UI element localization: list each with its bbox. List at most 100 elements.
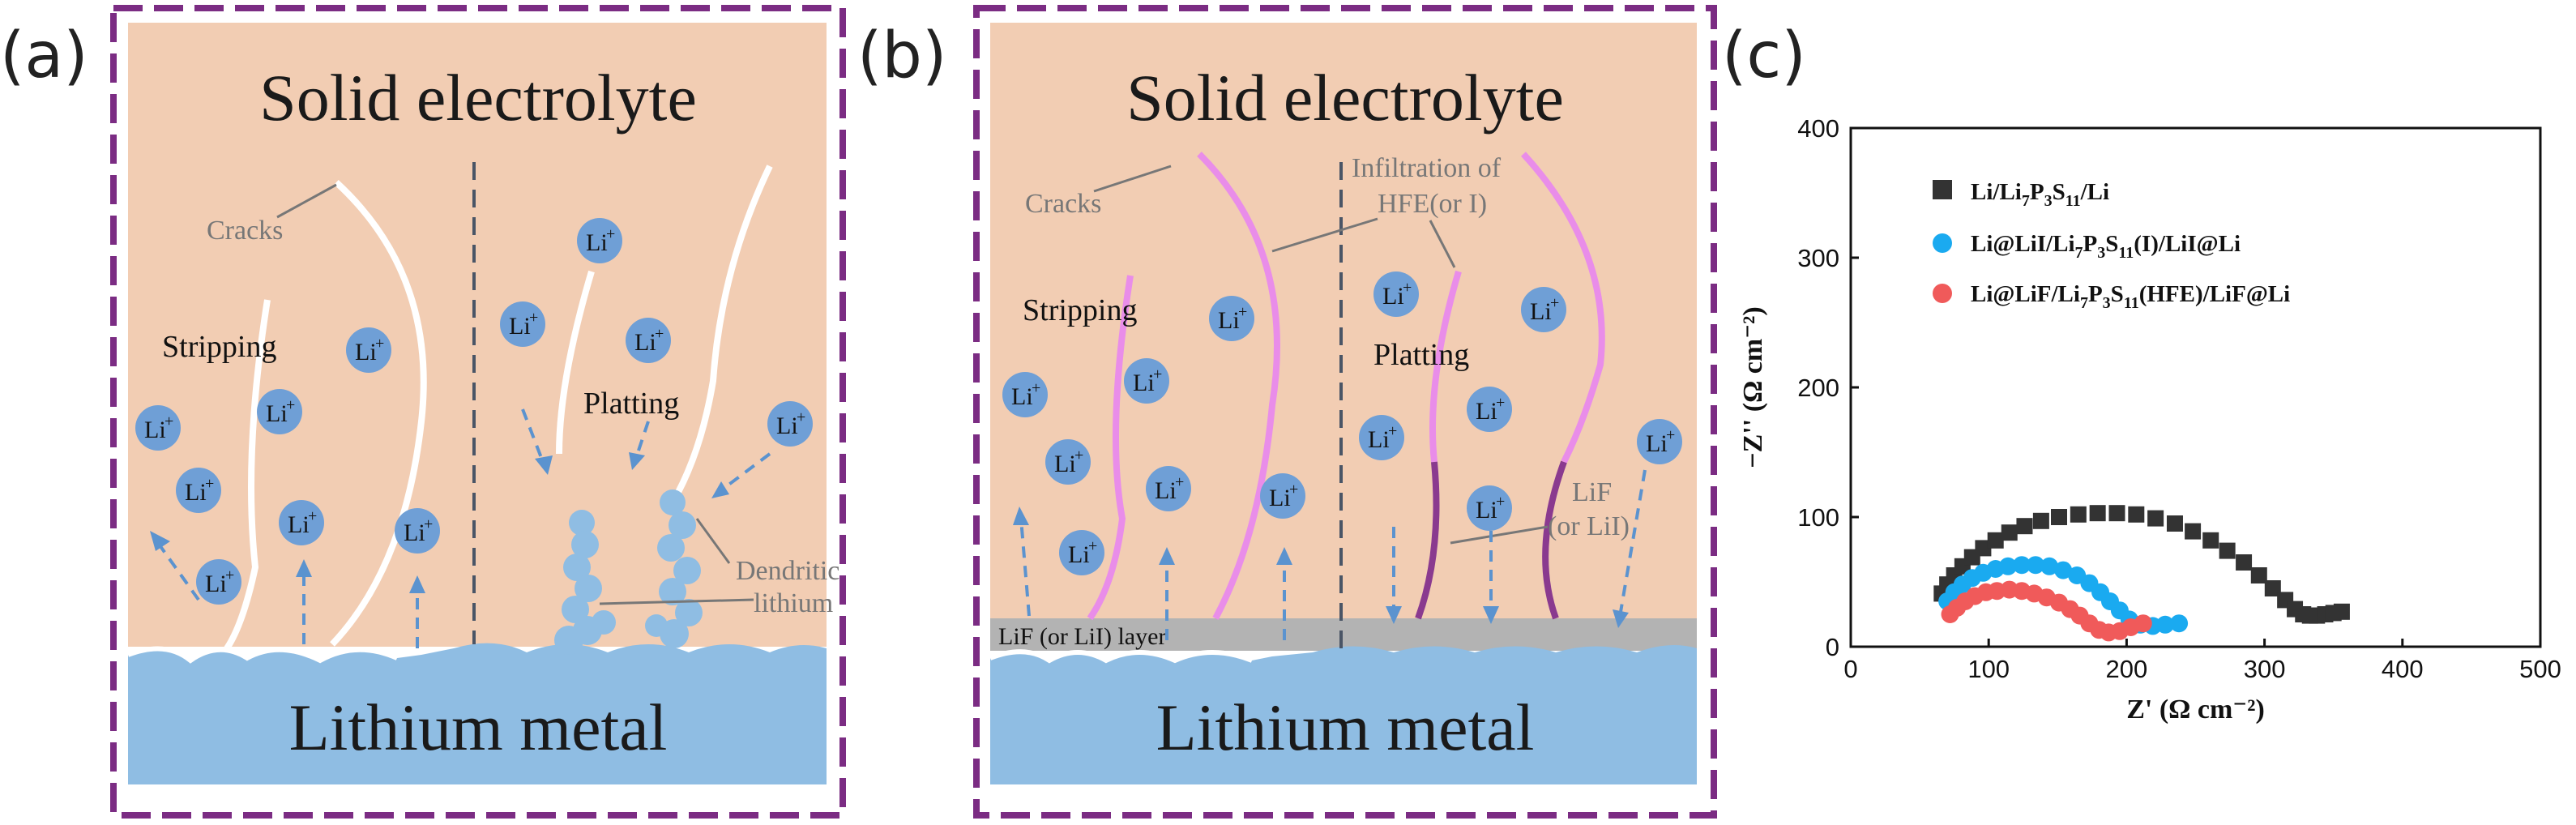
panel-b-crack: [1429, 270, 1462, 463]
svg-text:+: +: [1088, 537, 1097, 555]
panel-b-frame: [973, 5, 1717, 819]
li-ion: Li+: [500, 301, 545, 347]
series-2-point: [1999, 557, 2018, 575]
svg-text:+: +: [1238, 303, 1247, 321]
y-tick-label: 200: [1797, 374, 1839, 402]
svg-text:+: +: [655, 325, 664, 343]
li-ion: Li+: [1146, 466, 1191, 511]
panel-a-bottom: Lithium metal: [289, 690, 668, 764]
x-tick-label: 0: [1843, 655, 1857, 683]
li-ion: Li+: [196, 559, 241, 605]
svg-text:+: +: [1666, 426, 1675, 444]
panel-a-dendritic-label: Dendritic: [736, 556, 839, 586]
panel-b-ions: Li+ Li+ Li+ Li+ Li+ Li+ Li+ Li+ Li+ Li+ …: [1002, 271, 1682, 575]
panel-b-ion-arrows: [1019, 469, 1647, 640]
svg-text:+: +: [1153, 365, 1162, 383]
panel-a-crack: [556, 270, 595, 455]
y-axis-label: −Z'' (Ω cm⁻²): [1738, 306, 1768, 468]
panel-b-crack: [1087, 275, 1134, 621]
panel-a-crack: [224, 299, 271, 651]
series-1-point: [2202, 532, 2219, 549]
svg-text:+: +: [1074, 447, 1083, 464]
panel-a-crack: [330, 180, 427, 647]
panel-b-lif-label-2: (or LiI): [1548, 511, 1630, 541]
legend-label-1: Li/Li7P3S11/Li: [1971, 179, 2109, 210]
li-ion: Li+: [1059, 530, 1104, 575]
svg-text:Li: Li: [1068, 541, 1090, 568]
panel-a: (a) Solid electrolyte Lithium metal Crac…: [0, 5, 846, 819]
li-ion: Li+: [626, 318, 671, 363]
svg-text:Li: Li: [205, 571, 227, 597]
series-3-point: [2134, 614, 2152, 633]
svg-text:+: +: [1403, 279, 1412, 297]
series-2-point: [2013, 556, 2031, 575]
x-tick-label: 500: [2519, 655, 2561, 683]
series-1-point: [2147, 510, 2164, 527]
svg-text:+: +: [529, 309, 538, 327]
svg-text:+: +: [205, 475, 214, 493]
panel-a-electrolyte: [128, 23, 827, 647]
li-ion: Li+: [1260, 473, 1305, 519]
panel-b-letter: (b): [857, 19, 946, 92]
svg-text:Li: Li: [404, 519, 425, 546]
svg-text:+: +: [1175, 473, 1184, 491]
series-1-point: [2219, 542, 2236, 559]
x-tick-label: 300: [2244, 655, 2286, 683]
panel-a-dendritic-lithium: [554, 489, 703, 655]
svg-text:Li: Li: [144, 417, 166, 443]
series-1-point: [2089, 505, 2106, 522]
data-markers: [1933, 505, 2350, 642]
svg-text:+: +: [606, 225, 615, 243]
panel-b-infil-label: Infiltration of: [1352, 153, 1502, 183]
x-tick-label: 400: [2382, 655, 2424, 683]
li-ion: Li+: [577, 218, 622, 263]
panel-b-cracks-label: Cracks: [1025, 189, 1101, 219]
li-ion: Li+: [257, 389, 302, 434]
svg-text:Li: Li: [1133, 370, 1155, 396]
li-ion: Li+: [1045, 439, 1091, 485]
series-1-point: [2051, 509, 2068, 525]
li-ion: Li+: [346, 327, 391, 373]
panel-b-lithium: [990, 645, 1697, 784]
li-ion: Li+: [279, 500, 324, 545]
svg-text:+: +: [1496, 394, 1505, 412]
svg-text:Li: Li: [1530, 298, 1552, 325]
svg-text:+: +: [1032, 379, 1040, 397]
panel-a-dendritic-label-2: lithium: [754, 588, 833, 618]
li-ion: Li+: [1124, 358, 1169, 404]
panel-a-ion-arrows: [156, 408, 771, 648]
panel-a-ions: Li+ Li+ Li+ Li+ Li+ Li+ Li+ Li+ Li+ Li+ …: [135, 218, 813, 605]
series-1-point: [2250, 567, 2267, 583]
legend-marker-red: [1933, 284, 1952, 303]
li-ion: Li+: [1209, 296, 1254, 341]
svg-text:+: +: [1388, 422, 1397, 440]
y-tick-label: 100: [1797, 503, 1839, 532]
svg-text:Li: Li: [509, 313, 531, 340]
series-1-point: [1987, 532, 2004, 549]
li-ion: Li+: [1359, 415, 1404, 460]
panel-b-title: Solid electrolyte: [1126, 61, 1564, 135]
svg-text:+: +: [424, 515, 433, 533]
panel-a-cracks-label: Cracks: [207, 216, 283, 246]
y-tick-label: 0: [1826, 633, 1839, 661]
series-1-point: [2070, 506, 2087, 523]
series-1-point: [2108, 505, 2125, 522]
legend: Li/Li7P3S11/Li Li@LiI/Li7P3S11(I)/LiI@Li…: [1933, 179, 2290, 312]
panel-b: (b) Solid electrolyte Lithium metal LiF …: [857, 5, 1717, 819]
svg-text:Li: Li: [1476, 398, 1497, 425]
panel-b-lif-layer: [990, 618, 1697, 651]
svg-text:Li: Li: [288, 511, 310, 538]
li-ion: Li+: [1521, 287, 1566, 332]
x-axis-label: Z' (Ω cm⁻²): [2126, 695, 2265, 725]
legend-label-3: Li@LiF/Li7P3S11(HFE)/LiF@Li: [1971, 281, 2290, 312]
li-ion: Li+: [1467, 387, 1512, 432]
svg-text:Li: Li: [776, 412, 798, 439]
li-ion: Li+: [1467, 485, 1512, 531]
x-tick-label: 100: [1967, 655, 2010, 683]
panel-b-crack: [1521, 152, 1605, 464]
y-tick-label: 400: [1797, 114, 1839, 143]
panel-b-lif-label: LiF: [1572, 477, 1612, 507]
svg-text:+: +: [225, 566, 234, 584]
svg-text:Li: Li: [1155, 477, 1177, 504]
